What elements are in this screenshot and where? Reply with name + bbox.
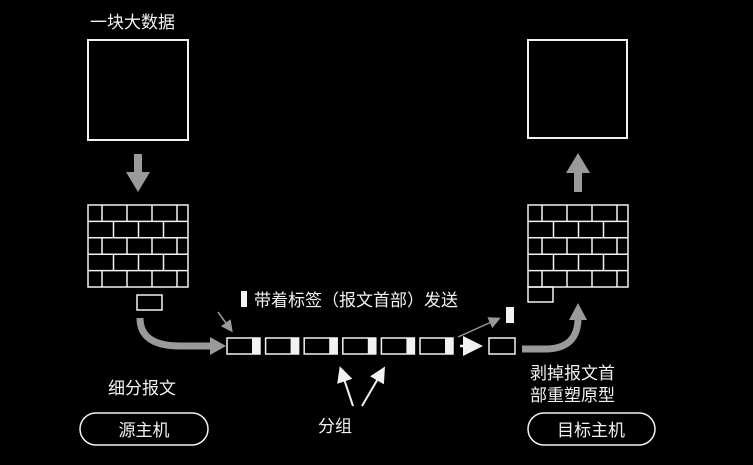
packet-pointer-arrow-left: [337, 366, 354, 407]
header-strip-arrow: [457, 317, 501, 338]
wall-outline: [87, 204, 189, 288]
wall-outline: [527, 204, 629, 288]
packet: [303, 337, 338, 355]
wall-missing-brick-slot: [527, 286, 554, 303]
up-arrow: [566, 153, 590, 192]
big-data-label: 一块大数据: [90, 13, 175, 33]
curved-arrow-source: [136, 317, 212, 350]
packets-label: 分组: [318, 417, 352, 437]
big-data-block-source: [87, 39, 189, 141]
curved-arrow-target: [522, 317, 582, 353]
packet: [342, 337, 377, 355]
packet-header: [367, 338, 376, 354]
packet-header: [290, 338, 299, 354]
packet-header: [329, 338, 338, 354]
curved-arrow-target-head: [569, 303, 587, 320]
packet-header: [406, 338, 415, 354]
packet-pointer-arrow-right: [361, 366, 386, 407]
source-host-label: 源主机: [119, 421, 170, 441]
down-arrow: [126, 154, 150, 192]
packet-header: [445, 338, 453, 354]
packet-row: [226, 337, 454, 355]
pointer-arrow: [217, 311, 233, 333]
target-host-pill: [527, 412, 656, 446]
target-caption-line2: 部重塑原型: [530, 386, 615, 406]
stripped-header: [506, 307, 514, 323]
segmented-data-wall-source: [87, 204, 189, 288]
received-segment: [488, 337, 516, 355]
source-host-pill: [79, 412, 209, 446]
split-segment: [136, 294, 163, 311]
packet: [264, 337, 300, 355]
source-caption: 细分报文: [108, 379, 176, 399]
header-legend-icon: [241, 291, 247, 307]
big-data-block-target: [527, 39, 628, 139]
packet: [380, 337, 416, 355]
packet: [419, 337, 454, 355]
segmented-data-wall-target: [527, 204, 629, 303]
packet-header: [252, 338, 260, 354]
target-caption-line1: 剥掉报文首: [530, 364, 615, 384]
send-with-header-label: 带着标签（报文首部）发送: [254, 291, 458, 311]
target-host-label: 目标主机: [557, 421, 625, 441]
packet: [226, 337, 261, 355]
curved-arrow-source-head: [210, 337, 226, 355]
